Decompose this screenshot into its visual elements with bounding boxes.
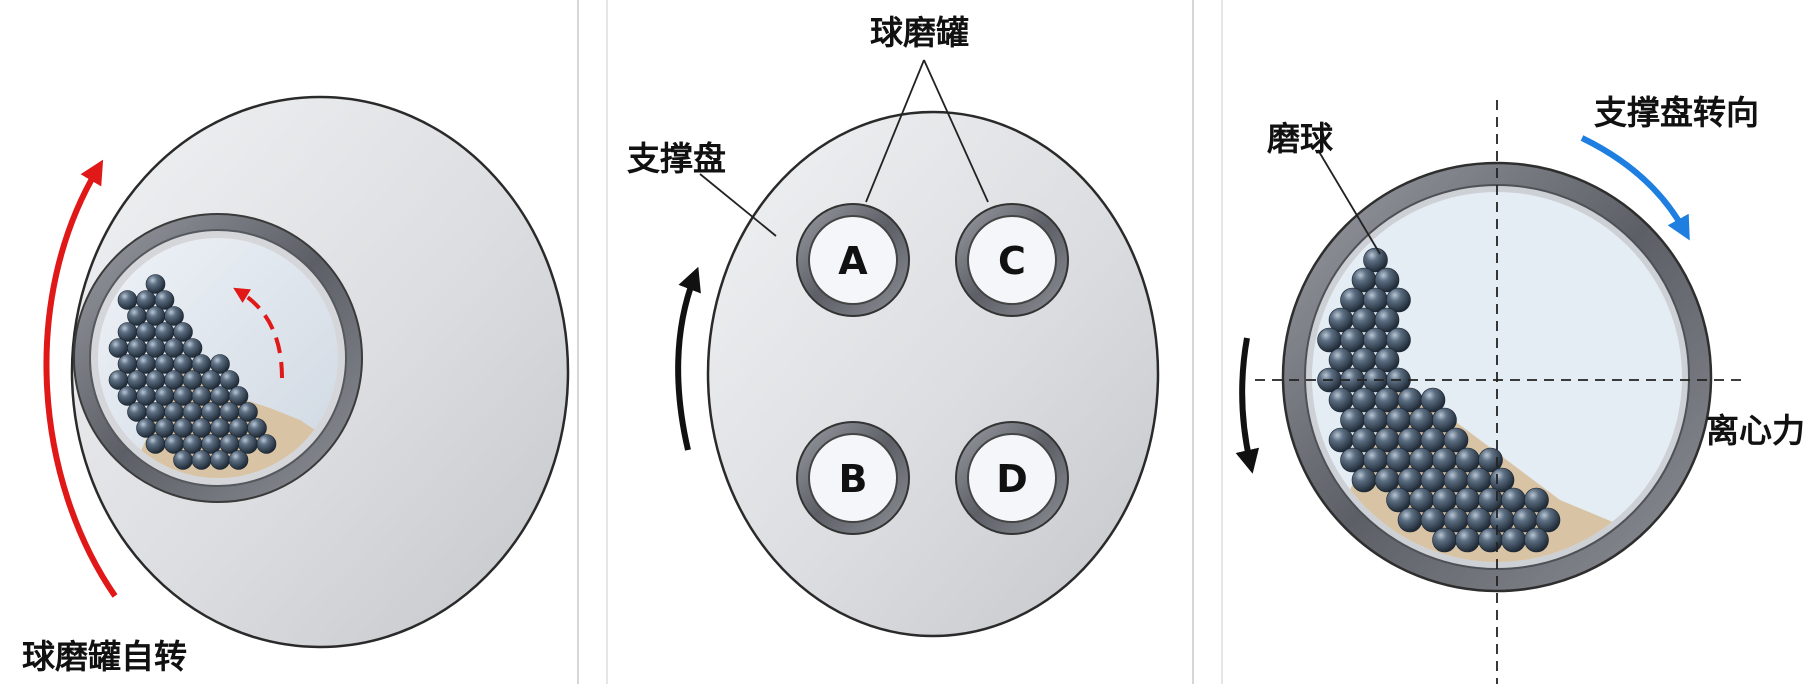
grinding-ball [228,450,249,470]
grinding-ball [1524,487,1549,513]
grinding-ball [154,290,175,310]
grinding-ball [164,306,184,326]
jar-face [967,215,1057,305]
grinding-ball [1397,507,1423,533]
panel-2-support-disc: A C B D 支撑盘 球磨罐 [627,13,1160,638]
grinding-ball [1374,267,1400,293]
ball-mill-jar-label: 球磨罐 [870,13,969,52]
jar-letter: A [838,239,868,283]
disc-rotation-arrow [675,266,701,451]
grinding-balls [1317,247,1561,553]
grinding-ball [1420,387,1446,413]
jar-spin-arrow [233,287,284,379]
grinding-ball [1374,307,1400,333]
grinding-ball [1501,527,1526,553]
jar-face [808,215,898,305]
centrifugal-force-label: 离心力 [1706,411,1805,450]
jar-letter: C [998,239,1026,283]
grinding-ball [1351,467,1377,493]
grinding-ball [1432,527,1457,553]
disc-leader-line [699,173,777,237]
jar-a: A [796,203,910,317]
grinding-ball [247,418,267,438]
jar-c: C [955,203,1069,317]
disc-rotation-direction-label: 支撑盘转向 [1594,93,1759,132]
jar-self-rotation-label: 球磨罐自转 [22,637,187,676]
grinding-ball [182,338,203,358]
jar-letter: B [839,457,868,501]
jar-leader-line-a [865,59,925,203]
jar-direction-arrow [1235,337,1260,474]
grinding-ball [228,386,249,406]
jar-face [808,433,898,523]
support-disc-label: 支撑盘 [627,139,726,178]
revolution-arrow [43,159,118,598]
grinding-ball [173,322,193,342]
grinding-ball [173,450,193,470]
grinding-ball [1386,327,1411,353]
grinding-ball [1524,527,1549,553]
grinding-ball [1443,427,1469,453]
grinding-ball [1478,527,1503,553]
grinding-ball [256,434,277,454]
disc-direction-arrow [1580,135,1690,241]
grinding-ball-label: 磨球 [1267,119,1334,158]
jar-group: A C B D [796,203,1069,535]
jar-b: B [796,421,910,535]
ball-leader-line [1317,149,1381,255]
grinding-ball [238,402,258,422]
grinding-ball [1432,407,1457,433]
grinding-ball [1386,287,1411,313]
grinding-ball [1374,347,1400,373]
grinding-ball [1489,467,1515,493]
panel-1-jar-self-rotation: 球磨罐自转 [22,95,570,676]
jar-face [967,433,1057,523]
grinding-ball [1535,507,1561,533]
jar-d: D [955,421,1069,535]
grinding-ball [210,354,230,374]
jar-letter: D [996,457,1028,501]
grinding-ball [210,450,230,470]
grinding-ball [1455,527,1480,553]
jar-leader-line-c [923,59,989,203]
grinding-balls [108,274,277,470]
grinding-ball [145,434,166,454]
grinding-ball [219,370,240,390]
panel-3-centrifugal-detail: 磨球 支撑盘转向 离心力 [1235,93,1805,684]
grinding-ball [191,450,212,470]
grinding-ball [145,274,166,294]
support-disc [706,110,1160,638]
